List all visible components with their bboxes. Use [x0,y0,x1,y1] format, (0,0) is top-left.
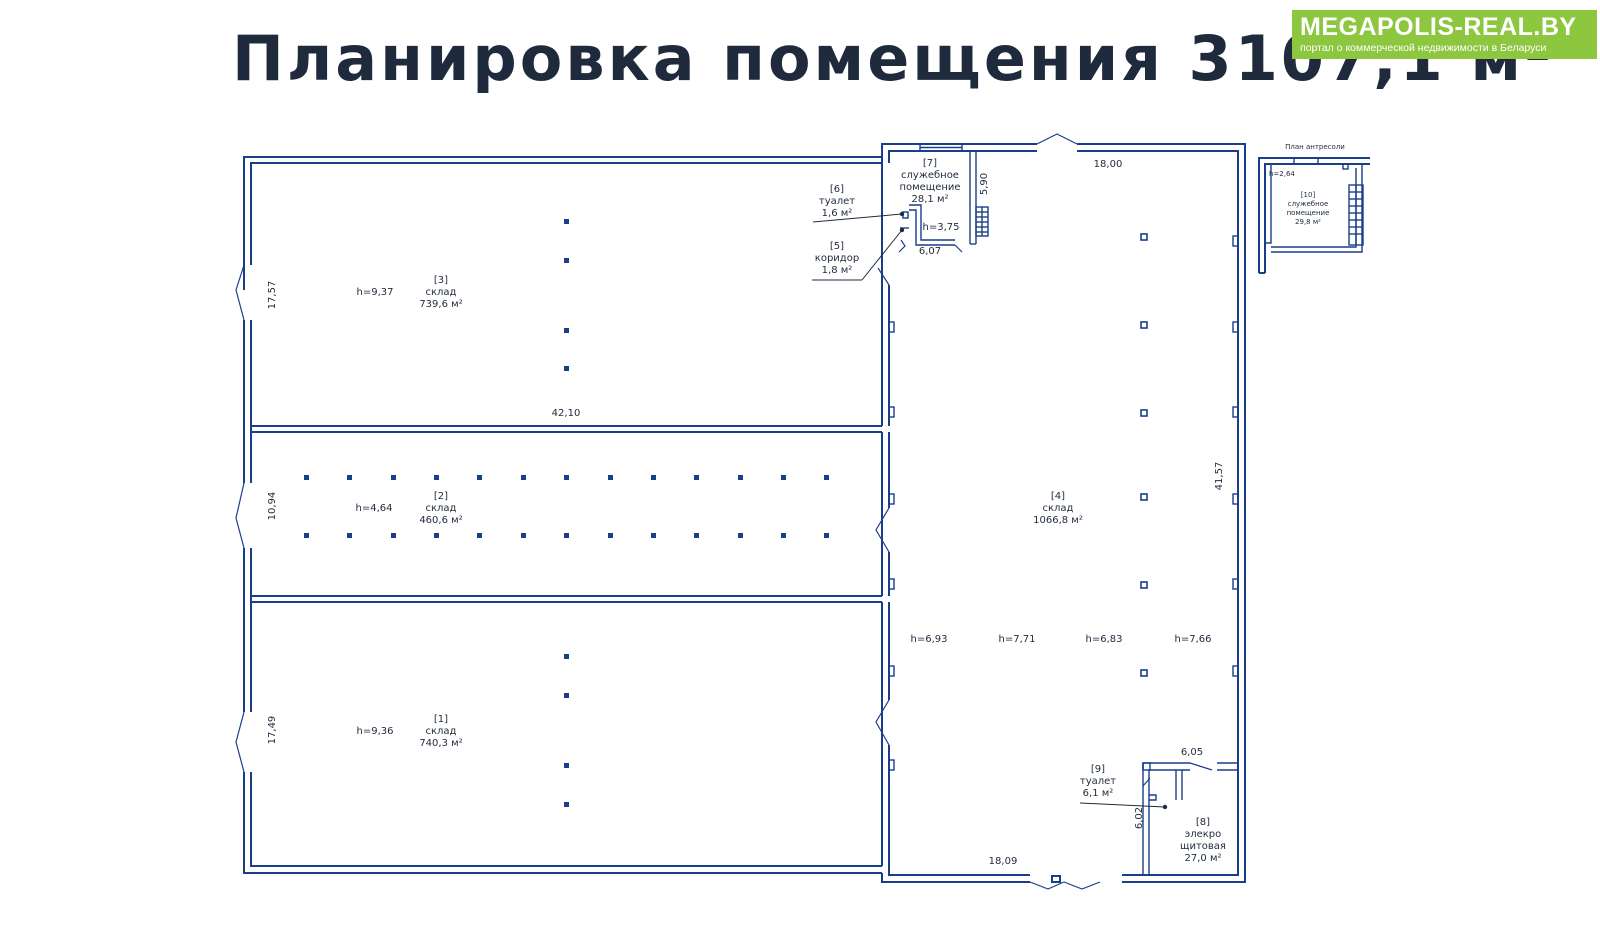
room-10-name-1: служебное [1288,200,1329,208]
dim-6-02: 6,02 [1134,807,1145,829]
room-1-height: h=9,36 [357,726,394,737]
columns-room-2 [304,475,829,538]
room-3-number: [3] [434,275,448,286]
dimension-labels: 42,10 18,00 18,09 6,07 6,05 17,57 10,94 … [267,159,1225,867]
room-7-label: [7] служебное помещение 28,1 м² h=3,75 [899,158,960,233]
room-8-area: 27,0 м² [1185,853,1222,864]
middle-doors [875,133,1101,890]
room-10-area: 29,8 м² [1295,218,1321,226]
mezzanine-plan [1258,157,1370,274]
room-2-name: склад [426,503,457,514]
dim-5-90: 5,90 [979,173,990,195]
room-10-label: План антресоли h=2,64 [10] служебное пом… [1269,143,1345,226]
room-7-number: [7] [923,158,937,169]
room-2-height: h=4,64 [356,503,393,514]
room-8-name-1: элекро [1185,829,1222,840]
dim-18-00: 18,00 [1094,159,1123,170]
room-5-number: [5] [830,241,844,252]
columns-room-4 [1140,233,1148,677]
room-7-name-2: помещение [899,182,960,193]
room-7-height: h=3,75 [923,222,960,233]
dim-41-57: 41,57 [1214,462,1225,491]
dim-6-07: 6,07 [919,246,941,257]
room-7-area: 28,1 м² [912,194,949,205]
room-4-height-2: h=7,71 [999,634,1036,645]
room-2-label: [2] склад 460,6 м² h=4,64 [356,491,463,526]
room-5-name: коридор [815,253,859,264]
room-1-area: 740,3 м² [419,738,462,749]
room-3-area: 739,6 м² [419,299,462,310]
room-4-area: 1066,8 м² [1033,515,1083,526]
room-2-area: 460,6 м² [419,515,462,526]
service-rooms-walls [898,143,989,253]
room-6-name: туалет [819,196,855,207]
site-logo[interactable]: MEGAPOLIS-REAL.BY портал о коммерческой … [1292,10,1597,59]
room-4-height-4: h=7,66 [1175,634,1212,645]
mezzanine-title: План антресоли [1285,143,1345,151]
room-9-name: туалет [1080,776,1116,787]
room-9-area: 6,1 м² [1083,788,1114,799]
room-2-number: [2] [434,491,448,502]
left-gates [235,264,245,773]
room-3-label: [3] склад 739,6 м² h=9,37 [357,275,463,310]
pilasters [888,235,1239,771]
room-4-height-3: h=6,83 [1086,634,1123,645]
room-10-name-2: помещение [1287,209,1330,217]
room-7-name-1: служебное [901,170,959,181]
room-4-label: [4] склад 1066,8 м² h=6,93 h=7,71 h=6,83… [911,491,1212,645]
dim-10-94: 10,94 [267,492,278,521]
room-10-height: h=2,64 [1269,170,1295,178]
room-1-name: склад [426,726,457,737]
room-5-label: [5] коридор 1,8 м² [815,241,859,276]
room-10-number: [10] [1301,191,1316,199]
dim-17-57: 17,57 [267,281,278,310]
room-4-name: склад [1043,503,1074,514]
room-1-number: [1] [434,714,448,725]
electro-room-walls [1142,762,1238,875]
dim-18-09: 18,09 [989,856,1018,867]
room-4-height-1: h=6,93 [911,634,948,645]
logo-tagline: портал о коммерческой недвижимости в Бел… [1300,42,1547,54]
leader-lines [812,211,1168,810]
room-1-label: [1] склад 740,3 м² h=9,36 [357,714,463,749]
room-3-name: склад [426,287,457,298]
room-8-number: [8] [1196,817,1210,828]
room-9-label: [9] туалет 6,1 м² [1080,764,1116,799]
room-6-label: [6] туалет 1,6 м² [819,184,855,219]
room-6-number: [6] [830,184,844,195]
room-3-height: h=9,37 [357,287,394,298]
room-4-number: [4] [1051,491,1065,502]
dim-17-49: 17,49 [267,716,278,745]
left-block-walls [243,156,882,874]
room-5-area: 1,8 м² [822,265,853,276]
room-8-name-2: щитовая [1180,841,1226,852]
dim-6-05: 6,05 [1181,747,1203,758]
room-6-area: 1,6 м² [822,208,853,219]
columns-room-1 [564,654,569,807]
room-9-number: [9] [1091,764,1105,775]
room-8-label: [8] элекро щитовая 27,0 м² [1180,817,1226,864]
dim-42-10: 42,10 [552,408,581,419]
columns-room-3 [564,219,569,371]
logo-brand: MEGAPOLIS-REAL.BY [1300,13,1577,41]
